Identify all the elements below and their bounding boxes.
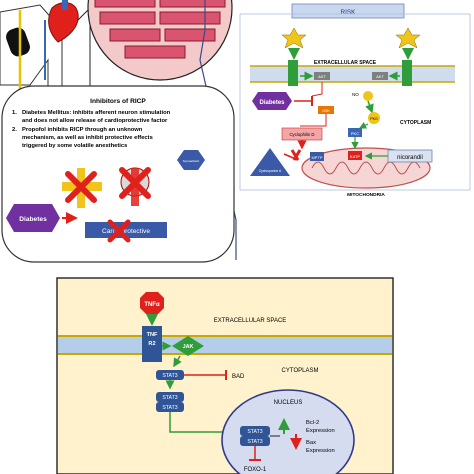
jak-label: JAK [183,344,194,350]
stat3-dimer-bottom [156,402,184,412]
cyclosporine-triangle [250,148,290,176]
nuc-stat3-top-label: STAT3 [247,429,262,435]
ricp-item-1-line2: and does not allow release of cardioprot… [22,118,168,124]
mptp-label: MPTP [311,155,322,160]
gsk-label: GSK [322,109,330,113]
ligand-star-icon [281,27,307,49]
stat3-dimer-top [156,392,184,402]
block-x-icon [65,171,97,203]
stat3-single [156,370,184,380]
bcl2-line2: Expression [306,428,335,434]
risk-frame [239,13,471,191]
receptor-2 [402,60,412,86]
receptor-1 [288,60,298,86]
jak-extracellular-label: EXTRACELLULAR SPACE [214,318,287,324]
bcl2-line1: Bcl-2 [306,420,319,426]
bad-label: BAD [232,374,245,380]
diabetes-label: Diabetes [19,216,47,223]
cyclosporine-block-x-icon [290,149,302,161]
nicorandil-label: nicorandil [397,155,423,161]
akt-label-2: AKT [376,74,384,79]
cuff-icon [6,27,30,57]
gsk-box [318,106,334,114]
ricp-title: Inhibitors of RICP [90,98,146,105]
katp-box [348,151,362,160]
sympathetic-label: Sympathetic [183,159,200,163]
tnf-alpha-octagon [140,292,164,314]
cyclosporine-label: Cyclosporine A [259,169,282,173]
sympathetic-hexagon [177,150,205,170]
akt-label-1: AKT [318,74,326,79]
risk-panel: RISK EXTRACELLULAR SPACE AKT AKT NO PKG … [239,3,471,198]
cardioprotective-label: Cardioprotective [102,228,150,235]
block-x-icon-2 [119,167,151,199]
nuc-stat3-top [240,426,270,436]
stat3-dimer-bottom-label: STAT3 [162,405,177,411]
risk-diabetes-label: Diabetes [259,100,285,106]
nitro-label: NO [352,92,359,97]
katp-label: KATP [350,154,360,159]
foxo-label: FOXO-1 [244,467,267,473]
ricp-item-1-number: 1. [12,110,17,116]
risk-membrane [250,66,455,82]
cardiomyocyte-magnifier [87,0,233,81]
ricp-item-2-line1: Propofol inhibits RICP through an unknow… [22,127,143,133]
ricp-item-2-line2: mechanism, as well as inhibit protective… [22,135,153,141]
mitochondria-label: MITOCHONDRIA [347,192,385,198]
tnf-alpha-label: TNFα [144,302,160,308]
nuc-stat3-bottom [240,436,270,446]
akt-box-2 [372,72,388,80]
risk-extracellular-label: EXTRACELLULAR SPACE [314,60,377,66]
bax-line1: Bax [306,440,316,446]
body-illustration [0,0,99,91]
risk-title: RISK [341,9,357,16]
ricp-item-2-number: 2. [12,127,17,133]
tnfr2-receptor [142,326,162,362]
ricp-item-2-line3: triggered by some volatile anesthetics [22,143,127,149]
jak-stat-panel: EXTRACELLULAR SPACE CYTOPLASM TNFα TNF R… [56,277,394,474]
no-circle [363,91,373,101]
stat3-single-label: STAT3 [162,373,177,379]
bax-line2: Expression [306,448,335,454]
risk-cytoplasm-label: CYTOPLASM [400,120,431,126]
pkg-label: PKG [370,117,378,121]
akt-box-1 [314,72,330,80]
jak-cytoplasm-label: CYTOPLASM [282,368,319,374]
stat3-dimer-top-label: STAT3 [162,395,177,401]
cyclophilin-label: Cyclophilin D [289,132,314,137]
cardioprotective-bar [85,222,167,238]
pkc-label: PKC [351,131,359,136]
ricp-panel: Inhibitors of RICP 1. Diabetes Mellitus:… [1,85,235,263]
block-x-icon-3 [107,219,131,243]
ligand-star-icon-2 [395,27,421,49]
tnfr2-line2: R2 [148,341,155,347]
nucleus-label: NUCLEUS [274,400,303,406]
mptp-box [310,152,324,161]
tnfr2-line1: TNF [147,332,158,338]
pkg-circle [368,112,380,124]
jak-membrane [58,336,392,354]
risk-diabetes-hexagon [252,92,292,110]
pkc-box [348,128,362,137]
jak-diamond [172,336,204,356]
risk-title-box [291,3,405,19]
nuc-stat3-bottom-label: STAT3 [247,439,262,445]
ricp-item-1-line1: Diabetes Mellitus: inhibits afferent neu… [22,110,171,116]
diabetes-hexagon [6,204,60,232]
